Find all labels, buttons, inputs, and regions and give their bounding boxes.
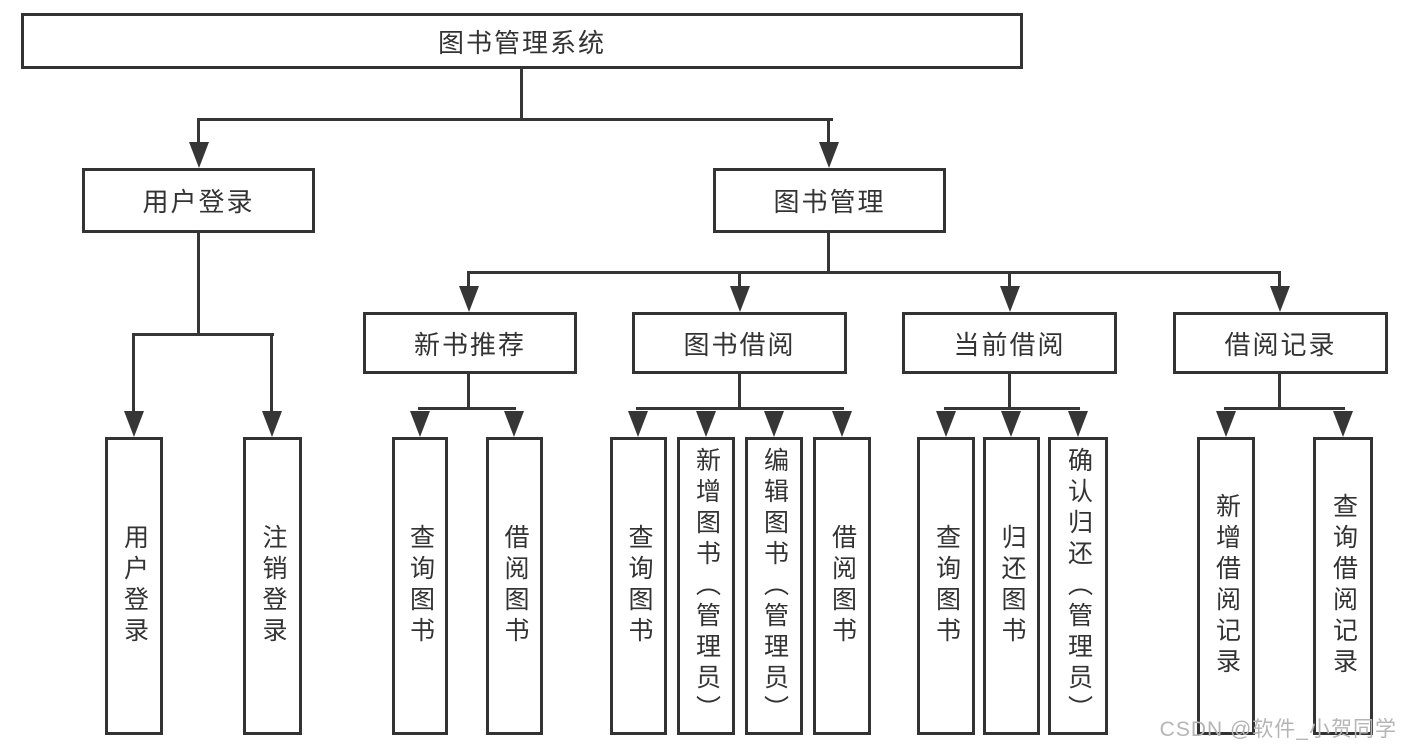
arrowhead-down-icon: [1068, 411, 1088, 437]
node-query-borrow-record: 查询借阅记录: [1313, 437, 1373, 735]
node-current-borrowing: 当前借阅: [902, 312, 1117, 374]
connector-drop-current: [1008, 271, 1011, 289]
node-borrowing-query-books: 查询图书: [610, 437, 667, 735]
node-user-login: 用户登录: [105, 437, 163, 735]
node-add-borrow-record: 新增借阅记录: [1197, 437, 1255, 735]
arrowhead-down-icon: [1000, 286, 1020, 312]
node-new-book-recommendation: 新书推荐: [363, 312, 577, 374]
arrowhead-down-icon: [189, 142, 209, 168]
arrowhead-down-icon: [1270, 286, 1290, 312]
connector-book-crossbar: [467, 271, 1281, 274]
connector-recommend-crossbar: [418, 407, 516, 410]
arrowhead-down-icon: [1001, 411, 1021, 437]
connector-book-stub: [827, 231, 830, 274]
arrowhead-down-icon: [936, 411, 956, 437]
node-confirm-return-admin: 确认归还（管理员）: [1048, 437, 1108, 735]
connector-current-stub: [1008, 371, 1011, 410]
connector-recommend-stub: [467, 371, 470, 410]
arrowhead-down-icon: [764, 411, 784, 437]
node-logout-login: 注销登录: [243, 437, 302, 735]
arrowhead-down-icon: [410, 411, 430, 437]
node-book-borrowing: 图书借阅: [632, 312, 847, 374]
arrowhead-down-icon: [1216, 411, 1236, 437]
node-borrowing-records: 借阅记录: [1173, 312, 1388, 374]
arrowhead-down-icon: [459, 286, 479, 312]
connector-drop-user-login: [132, 333, 135, 413]
node-recommend-query-books: 查询图书: [392, 437, 448, 735]
node-current-query-books: 查询图书: [917, 437, 975, 735]
node-edit-books-admin: 编辑图书（管理员）: [745, 437, 803, 735]
watermark-text: CSDN @软件_小贺同学: [1159, 718, 1397, 741]
node-library-management-system: 图书管理系统: [21, 13, 1023, 69]
arrowhead-down-icon: [504, 411, 524, 437]
arrowhead-down-icon: [730, 286, 750, 312]
connector-root-crossbar: [197, 118, 833, 121]
connector-records-stub: [1278, 371, 1281, 410]
node-add-books-admin: 新增图书（管理员）: [677, 437, 735, 735]
connector-borrowing-crossbar: [636, 407, 844, 410]
node-recommend-borrow-books: 借阅图书: [486, 437, 543, 735]
arrowhead-down-icon: [124, 411, 144, 437]
connector-user-stub: [197, 231, 200, 335]
arrowhead-down-icon: [832, 411, 852, 437]
connector-drop-recommend: [467, 271, 470, 289]
connector-drop-borrowing: [738, 271, 741, 289]
connector-drop-records: [1278, 271, 1281, 289]
arrowhead-down-icon: [262, 411, 282, 437]
connector-drop-book-branch: [827, 118, 830, 146]
arrowhead-down-icon: [819, 142, 839, 168]
node-borrowing-borrow-books: 借阅图书: [813, 437, 871, 735]
node-user-login-branch: 用户登录: [82, 168, 315, 233]
node-book-management-branch: 图书管理: [713, 168, 946, 233]
connector-root-stub: [520, 68, 523, 120]
node-return-books: 归还图书: [983, 437, 1040, 735]
connector-borrowing-stub: [738, 371, 741, 410]
connector-records-crossbar: [1224, 407, 1345, 410]
arrowhead-down-icon: [628, 411, 648, 437]
connector-drop-logout: [270, 333, 273, 413]
connector-current-crossbar: [944, 407, 1080, 410]
connector-drop-user-branch: [197, 118, 200, 146]
connector-user-crossbar: [132, 333, 274, 336]
arrowhead-down-icon: [696, 411, 716, 437]
arrowhead-down-icon: [1333, 411, 1353, 437]
